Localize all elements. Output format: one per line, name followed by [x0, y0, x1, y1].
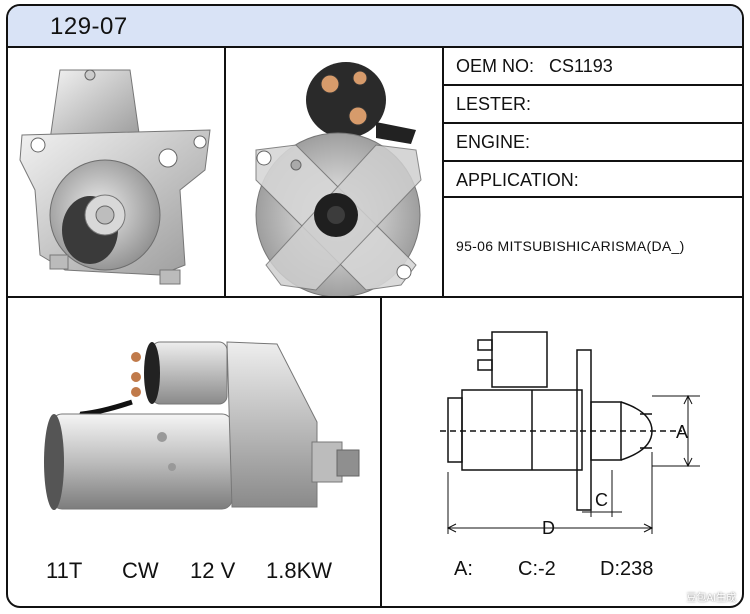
dim-label-c: C — [595, 490, 608, 510]
dim-value-c: C:-2 — [518, 558, 556, 580]
motor-body-outline — [461, 389, 583, 471]
divider — [442, 122, 742, 124]
dimension-drawing: A C D — [440, 331, 700, 538]
dim-label-a: A — [676, 422, 688, 442]
starter-rear-view-image — [255, 62, 422, 296]
oem-value: CS1193 — [549, 56, 613, 76]
divider — [380, 296, 382, 606]
dim-value-d: D:238 — [600, 558, 654, 580]
divider — [8, 296, 742, 298]
starter-side-view-image — [44, 341, 360, 510]
divider — [442, 160, 742, 162]
header-bar: 129-07 — [8, 6, 742, 48]
voltage-spec: 12 V — [190, 558, 236, 583]
divider — [224, 48, 226, 298]
divider — [442, 196, 742, 198]
oem-label: OEM NO: — [456, 56, 535, 76]
engine-label: ENGINE: — [456, 132, 531, 152]
product-card: 129-07 — [6, 4, 744, 608]
power-spec: 1.8KW — [266, 558, 333, 583]
rotation-spec: CW — [122, 558, 159, 583]
application-label: APPLICATION: — [456, 170, 579, 190]
dim-value-a: A: — [454, 558, 473, 580]
lester-label: LESTER: — [456, 94, 532, 114]
lester-row: LESTER: — [444, 86, 742, 122]
engine-row: ENGINE: — [444, 124, 742, 160]
teeth-spec: 11T — [46, 558, 83, 583]
divider — [442, 84, 742, 86]
oem-row: OEM NO: CS1193 — [444, 48, 742, 84]
starter-front-view-image — [19, 69, 211, 285]
application-row: APPLICATION: — [444, 162, 742, 198]
watermark: 豆包AI生成 — [686, 593, 736, 604]
application-value: 95-06 MITSUBISHICARISMA(DA_) — [456, 238, 685, 254]
flange-outline — [576, 349, 592, 511]
solenoid-outline — [491, 331, 548, 388]
part-code: 129-07 — [50, 13, 128, 40]
divider — [442, 48, 444, 298]
dim-label-d: D — [542, 518, 555, 538]
